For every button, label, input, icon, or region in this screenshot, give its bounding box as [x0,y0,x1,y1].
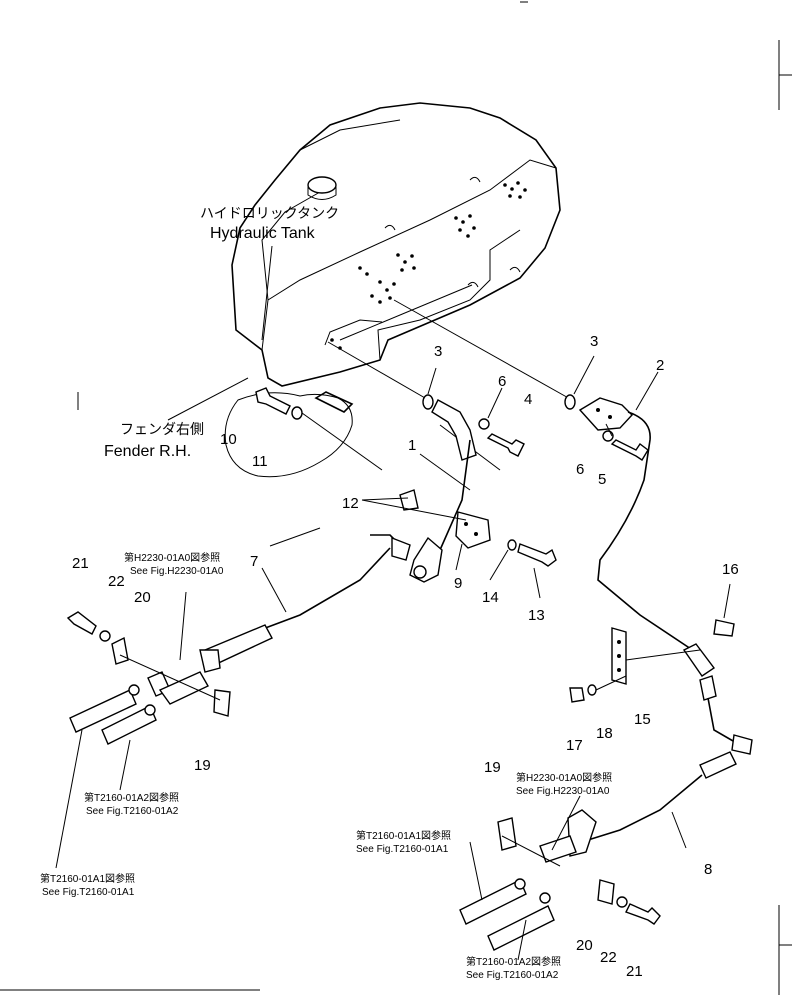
callout-16: 16 [722,561,739,578]
callout-5: 5 [598,471,606,488]
callout-13: 13 [528,607,545,624]
callout-9: 9 [454,575,462,592]
ref-h2230-top-en: See Fig.H2230-01A0 [130,566,224,577]
fender-rh [224,391,354,478]
callout-15: 15 [634,711,651,728]
callout-19-right: 19 [484,759,501,776]
ref-t2160-a1-right-jp: 第T2160-01A1図参照 [356,829,451,842]
callout-6-left: 6 [498,373,506,390]
hose-8 [587,619,753,841]
ref-t2160-a2-right-en: See Fig.T2160-01A2 [466,970,559,981]
callout-10: 10 [220,431,237,448]
bracket-15 [569,627,701,703]
callout-2: 2 [656,357,664,374]
callout-22-left: 22 [108,573,125,590]
callout-3-left: 3 [434,343,442,360]
hose-7 [199,534,411,673]
ref-h2230-top-jp: 第H2230-01A0図参照 [124,551,220,564]
hydraulic-tank-label-jp: ハイドロリックタンク [200,206,339,222]
callout-20-right: 20 [576,937,593,954]
callout-3-right: 3 [590,333,598,350]
suction-tube-1 [409,394,576,583]
callout-4: 4 [524,391,532,408]
left-lower-fittings [55,591,231,869]
right-lower-fittings [459,795,661,961]
reference-notes: 第H2230-01A0図参照 See Fig.H2230-01A0 第T2160… [40,551,612,981]
callout-17: 17 [566,737,583,754]
ref-t2160-a1-right-en: See Fig.T2160-01A1 [356,844,449,855]
clamp-bracket [399,489,557,567]
ref-t2160-a2-right-jp: 第T2160-01A2図参照 [466,955,561,968]
callout-1: 1 [408,437,416,454]
callout-14: 14 [482,589,499,606]
leader-lines [167,245,573,471]
ref-h2230-right-jp: 第H2230-01A0図参照 [516,771,612,784]
ref-t2160-a2-left-en: See Fig.T2160-01A2 [86,806,179,817]
callout-8: 8 [704,861,712,878]
fender-label-jp: フェンダ右側 [120,422,204,438]
callout-19-left: 19 [194,757,211,774]
flange-2 [578,397,701,656]
callout-7: 7 [250,553,258,570]
part-callouts: 1 2 3 3 4 5 6 6 7 8 9 10 11 12 13 14 15 … [72,333,739,980]
callout-6-right: 6 [576,461,584,478]
callout-22-right: 22 [600,949,617,966]
callout-21-left: 21 [72,555,89,572]
ref-t2160-a2-left-jp: 第T2160-01A2図参照 [84,791,179,804]
ref-t2160-a1-left-jp: 第T2160-01A1図参照 [40,872,135,885]
ref-t2160-a1-left-en: See Fig.T2160-01A1 [42,887,135,898]
hydraulic-tank [231,102,561,387]
ref-h2230-right-en: See Fig.H2230-01A0 [516,786,610,797]
bolt-10-washer-11 [255,387,303,420]
labels: ハイドロリックタンク Hydraulic Tank フェンダ右側 Fender … [104,206,339,460]
callout-11: 11 [252,453,268,470]
fender-label-en: Fender R.H. [104,443,191,460]
callout-21-right: 21 [626,963,643,980]
callout-18: 18 [596,725,613,742]
callout-12: 12 [342,495,359,512]
callout-leaders [261,355,731,849]
callout-20-left: 20 [134,589,151,606]
hydraulic-tank-label-en: Hydraulic Tank [210,225,316,242]
